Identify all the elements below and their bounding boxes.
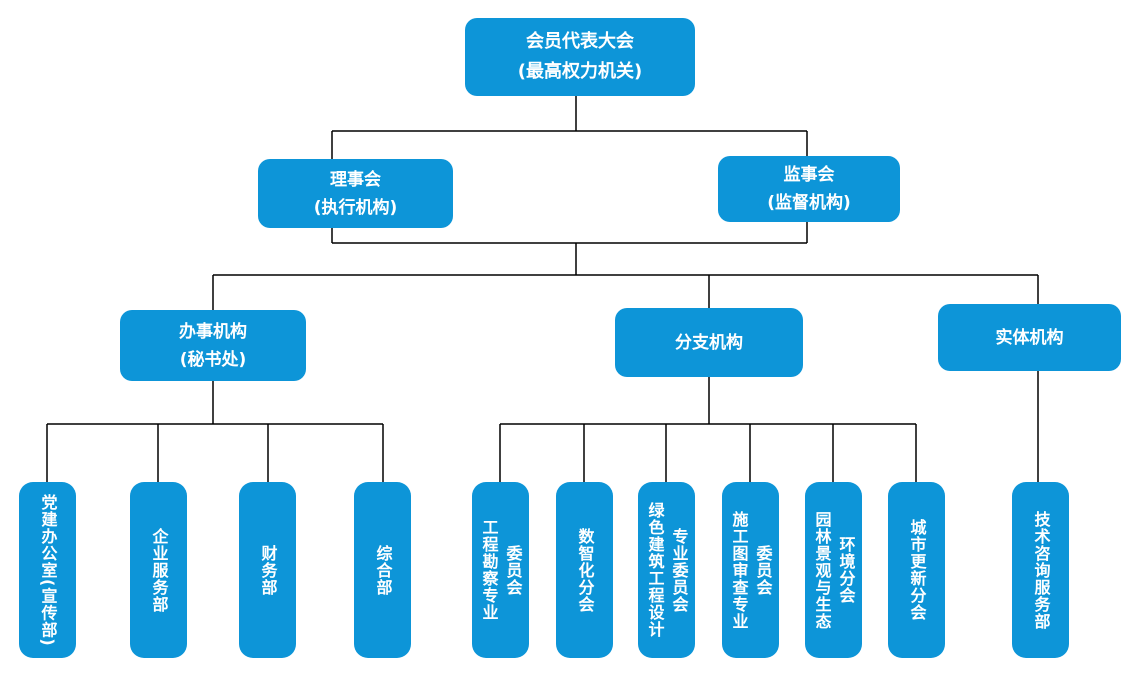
node-admin-office-title: 办事机构: [179, 321, 247, 342]
node-branch-organs-title: 分支机构: [675, 332, 743, 353]
node-branch-organs: 分支机构: [615, 308, 803, 377]
node-entity-organs-title: 实体机构: [995, 327, 1064, 348]
node-landscape-ecology-branch: 园林景观与生态 环境分会: [805, 482, 862, 658]
node-party-building-office: 党建办公室(宣传部): [19, 482, 76, 658]
node-council-subtitle: (执行机构): [313, 197, 398, 218]
node-supervisory-board-subtitle: (监督机构): [767, 193, 851, 213]
node-party-building-office-label: 党建办公室(宣传部): [38, 493, 58, 647]
node-engineering-survey-committee-label: 工程勘察专业 委员会: [479, 519, 523, 621]
node-council: 理事会 (执行机构): [258, 159, 453, 228]
node-landscape-ecology-branch-label: 园林景观与生态 环境分会: [812, 510, 856, 630]
node-digital-intelligence-branch: 数智化分会: [556, 482, 613, 658]
node-urban-renewal-branch: 城市更新分会: [888, 482, 945, 658]
node-enterprise-service-dept-label: 企业服务部: [149, 527, 169, 613]
node-construction-drawing-review-committee-label: 施工图审查专业 委员会: [729, 510, 773, 630]
node-engineering-survey-committee: 工程勘察专业 委员会: [472, 482, 529, 658]
node-admin-office-subtitle: (秘书处): [179, 349, 247, 370]
node-member-congress-subtitle: (最高权力机关): [517, 61, 643, 82]
node-construction-drawing-review-committee: 施工图审查专业 委员会: [722, 482, 779, 658]
node-technical-consulting-service-dept-label: 技术咨询服务部: [1031, 510, 1051, 630]
node-supervisory-board-title: 监事会: [783, 165, 835, 185]
node-technical-consulting-service-dept: 技术咨询服务部: [1012, 482, 1069, 658]
node-finance-dept-label: 财务部: [258, 544, 278, 596]
node-entity-organs: 实体机构: [938, 304, 1121, 371]
node-member-congress-title: 会员代表大会: [526, 31, 634, 52]
node-digital-intelligence-branch-label: 数智化分会: [575, 527, 595, 613]
node-green-building-design-committee-label: 绿色建筑工程设计 专业委员会: [645, 502, 689, 638]
node-general-dept-label: 综合部: [373, 544, 393, 596]
node-supervisory-board: 监事会 (监督机构): [718, 156, 900, 222]
node-council-title: 理事会: [330, 169, 381, 190]
node-enterprise-service-dept: 企业服务部: [130, 482, 187, 658]
node-green-building-design-committee: 绿色建筑工程设计 专业委员会: [638, 482, 695, 658]
node-finance-dept: 财务部: [239, 482, 296, 658]
node-admin-office: 办事机构 (秘书处): [120, 310, 306, 381]
node-urban-renewal-branch-label: 城市更新分会: [907, 519, 927, 621]
connector-path: [46, 96, 1039, 482]
node-member-congress: 会员代表大会 (最高权力机关): [465, 18, 695, 96]
node-general-dept: 综合部: [354, 482, 411, 658]
